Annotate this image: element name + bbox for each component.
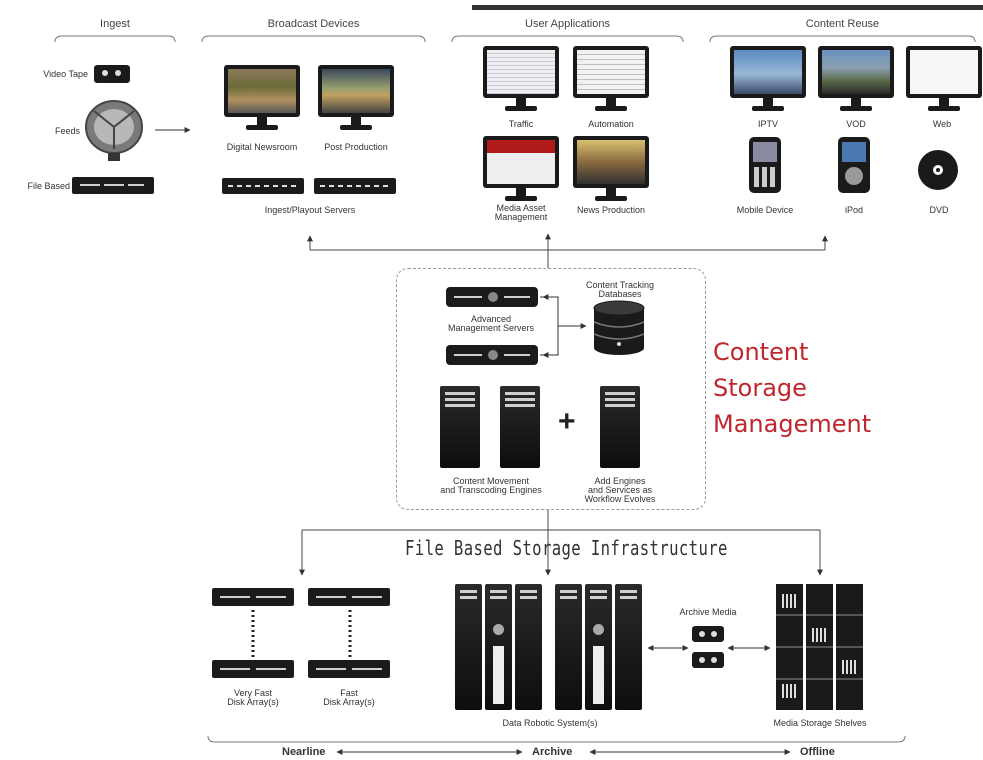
very-fast-label-2: Disk Array(s) bbox=[227, 697, 279, 707]
media-asset-label-2: Management bbox=[494, 212, 548, 222]
archive-media-label: Archive Media bbox=[679, 607, 737, 617]
dvd-label: DVD bbox=[929, 205, 949, 215]
automation-label: Automation bbox=[588, 119, 634, 129]
content-tracking-label-1: Content Tracking bbox=[585, 280, 655, 290]
automation-monitor-icon bbox=[573, 46, 649, 112]
ipod-icon bbox=[838, 137, 870, 193]
mobile-device-label: Mobile Device bbox=[736, 205, 794, 215]
digital-newsroom-monitor-icon bbox=[224, 65, 300, 131]
very-fast-array-1-icon bbox=[212, 588, 294, 606]
post-production-label: Post Production bbox=[324, 142, 388, 152]
csm-title-line-3: Management bbox=[713, 410, 872, 438]
section-ingest: Ingest bbox=[100, 18, 130, 30]
traffic-label: Traffic bbox=[508, 119, 534, 129]
news-production-label: News Production bbox=[576, 205, 646, 215]
vod-label: VOD bbox=[846, 119, 866, 129]
video-tape-label: Video Tape bbox=[43, 69, 88, 79]
engine-tower-3-icon bbox=[600, 386, 640, 468]
csm-title: Content Storage Management bbox=[713, 334, 871, 442]
file-based-label: File Based bbox=[27, 181, 70, 191]
file-based-server-icon bbox=[72, 177, 154, 194]
management-server-2-icon bbox=[446, 345, 538, 365]
section-reuse: Content Reuse bbox=[805, 18, 880, 30]
ingest-playout-servers-label: Ingest/Playout Servers bbox=[264, 205, 356, 215]
media-asset-monitor-icon bbox=[483, 136, 559, 202]
news-production-monitor-icon bbox=[573, 136, 649, 202]
very-fast-label-1: Very Fast bbox=[233, 688, 272, 698]
media-asset-label-1: Media Asset bbox=[496, 203, 546, 213]
fast-array-2-icon bbox=[308, 660, 390, 678]
vod-monitor-icon bbox=[818, 46, 894, 112]
post-production-monitor-icon bbox=[318, 65, 394, 131]
add-engines-label-2: and Services as bbox=[587, 485, 653, 495]
csm-title-line-1: Content bbox=[713, 338, 809, 366]
robotic-system-1-icon bbox=[455, 584, 542, 710]
archive-tape-2-icon bbox=[692, 652, 724, 668]
section-user-apps: User Applications bbox=[525, 18, 610, 30]
media-storage-label: Media Storage Shelves bbox=[773, 718, 867, 728]
plus-sign: + bbox=[558, 405, 576, 438]
media-storage-shelves-icon bbox=[776, 584, 864, 710]
digital-newsroom-label: Digital Newsroom bbox=[226, 142, 298, 152]
video-tape-icon bbox=[94, 65, 130, 83]
data-robotic-label: Data Robotic System(s) bbox=[502, 718, 598, 728]
advanced-label-2: Management Servers bbox=[447, 323, 535, 333]
scale-nearline: Nearline bbox=[282, 746, 326, 758]
content-movement-label-2: and Transcoding Engines bbox=[440, 485, 542, 495]
archive-tape-1-icon bbox=[692, 626, 724, 642]
web-monitor-icon bbox=[906, 46, 982, 112]
ingest-server-1-icon bbox=[222, 178, 304, 194]
satellite-dish-icon bbox=[85, 100, 143, 161]
ingest-server-2-icon bbox=[314, 178, 396, 194]
robotic-system-2-icon bbox=[555, 584, 642, 710]
add-engines-label-1: Add Engines bbox=[594, 476, 646, 486]
web-label: Web bbox=[932, 119, 952, 129]
fast-label-1: Fast bbox=[340, 688, 358, 698]
csm-title-line-2: Storage bbox=[713, 374, 807, 402]
csm-container bbox=[396, 268, 706, 510]
content-movement-label-1: Content Movement bbox=[452, 476, 530, 486]
ipod-label: iPod bbox=[844, 205, 863, 215]
scale-archive: Archive bbox=[532, 746, 573, 758]
very-fast-array-2-icon bbox=[212, 660, 294, 678]
engine-tower-1-icon bbox=[440, 386, 480, 468]
add-engines-label-3: Workflow Evolves bbox=[584, 494, 656, 504]
dvd-icon bbox=[918, 150, 958, 190]
feeds-label: Feeds bbox=[54, 126, 80, 136]
iptv-label: IPTV bbox=[757, 119, 778, 129]
engine-tower-2-icon bbox=[500, 386, 540, 468]
storage-infrastructure-title: File Based Storage Infrastructure bbox=[405, 536, 728, 560]
mobile-device-icon bbox=[749, 137, 781, 193]
fast-array-1-icon bbox=[308, 588, 390, 606]
fast-label-2: Disk Array(s) bbox=[323, 697, 375, 707]
content-tracking-label-2: Databases bbox=[598, 289, 642, 299]
section-broadcast: Broadcast Devices bbox=[267, 18, 360, 30]
advanced-label-1: Advanced bbox=[470, 314, 512, 324]
scale-offline: Offline bbox=[800, 746, 835, 758]
iptv-monitor-icon bbox=[730, 46, 806, 112]
database-icon bbox=[593, 300, 645, 355]
management-server-1-icon bbox=[446, 287, 538, 307]
traffic-monitor-icon bbox=[483, 46, 559, 112]
